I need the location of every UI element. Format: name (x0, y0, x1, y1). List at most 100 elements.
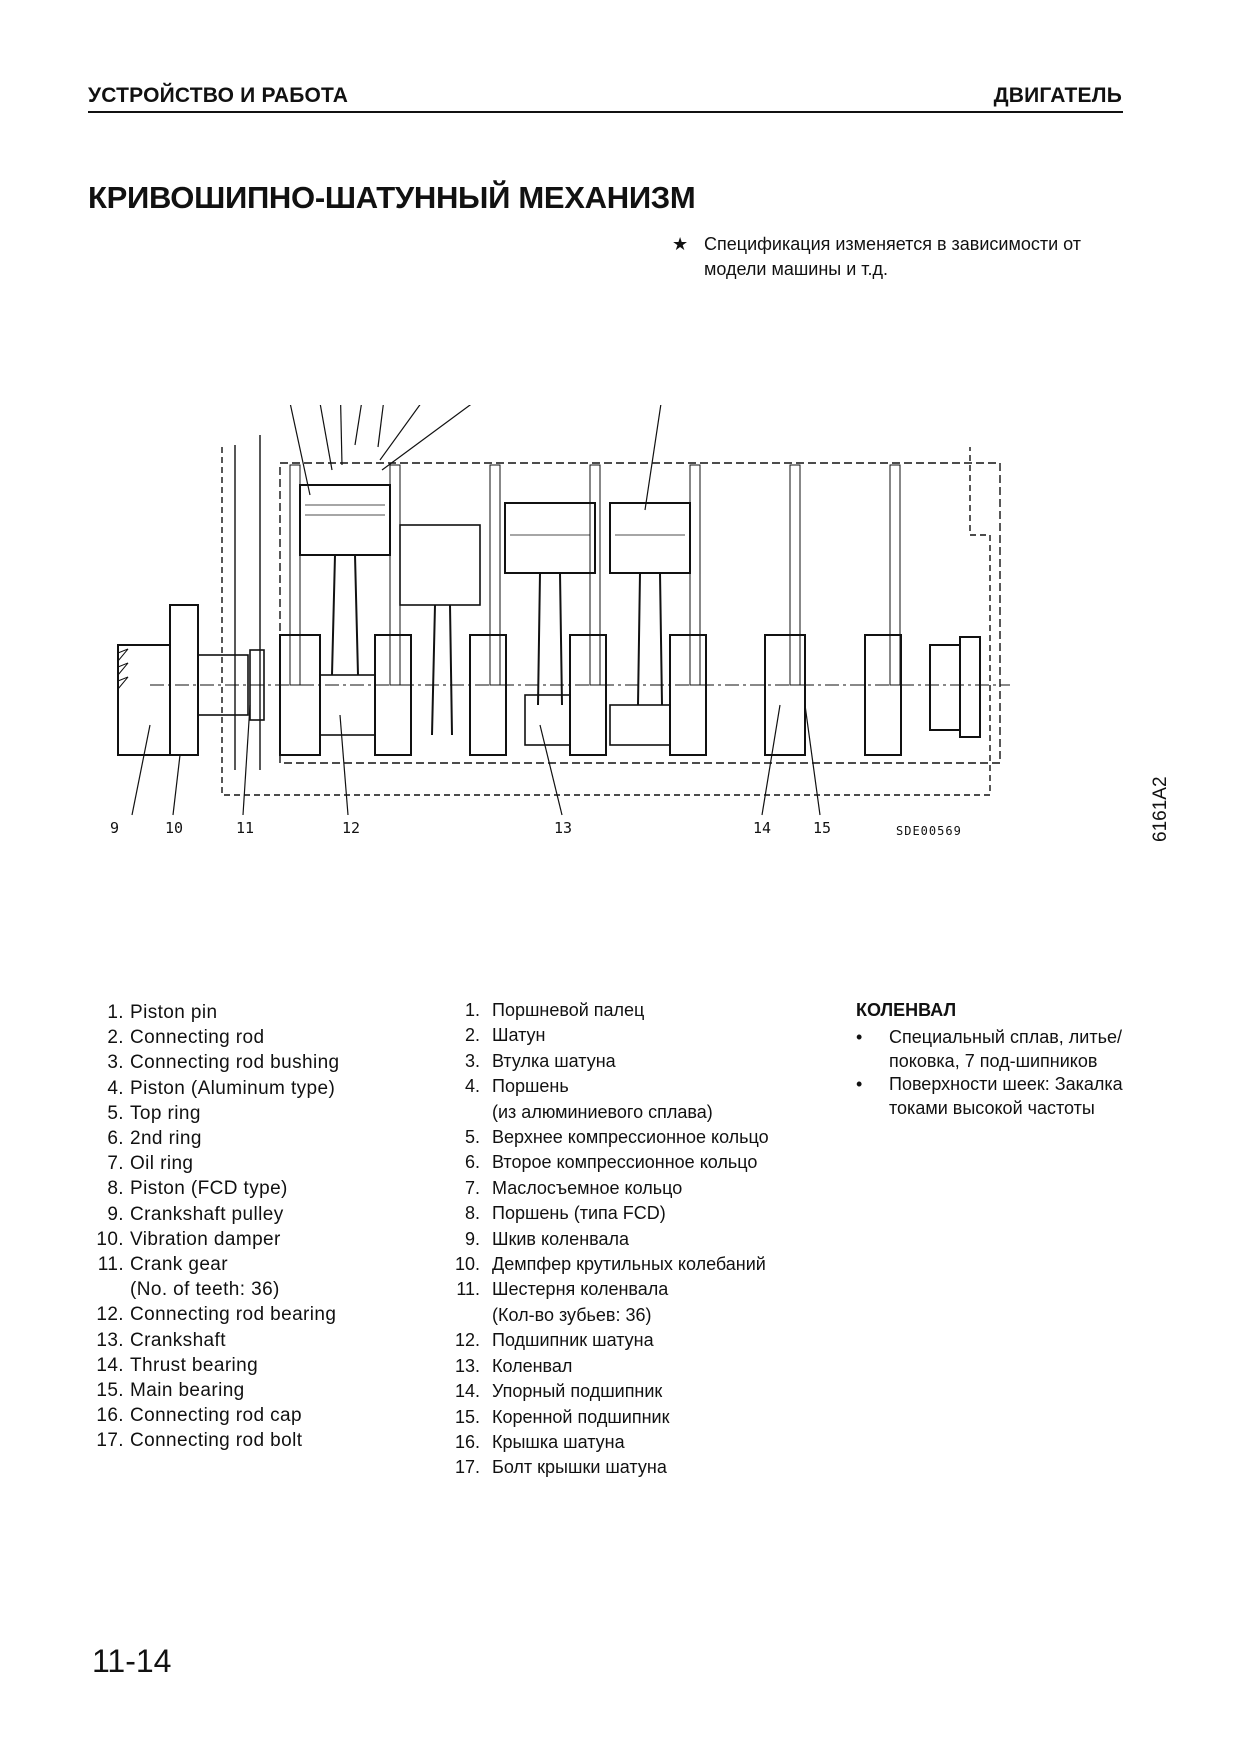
item-number: 9. (464, 1228, 480, 1249)
bullet-icon: • (856, 1027, 863, 1047)
list-item: 6.2nd ring (92, 1126, 452, 1151)
list-item: 3. Connecting rod bushing (92, 1050, 452, 1075)
item-text: Коренной подшипник (492, 1406, 670, 1427)
item-number: 14. (454, 1381, 480, 1402)
item-text: Маслосъемное кольцо (492, 1177, 683, 1198)
list-item: 7. Oil ring (92, 1151, 452, 1176)
list-item: 16. Connecting rod cap (92, 1403, 452, 1428)
item-text: Поршневой палец (492, 1000, 645, 1020)
item-number: 1. (464, 1000, 480, 1020)
item-number: 13. (454, 1355, 480, 1376)
list-item: 9. Crankshaft pulley (92, 1202, 452, 1227)
list-item: 3. Втулка шатуна (450, 1049, 870, 1074)
list-item: 11.Crank gear (92, 1252, 452, 1277)
item-number: 16. (454, 1431, 480, 1452)
item-number: 11. (97, 1254, 124, 1276)
item-text: 2nd ring (130, 1128, 202, 1150)
item-text: Piston (FCD type) (130, 1178, 288, 1200)
item-text: Connecting rod cap (130, 1405, 302, 1427)
list-item: 13.Коленвал (450, 1354, 870, 1379)
item-text: Втулка шатуна (492, 1050, 616, 1071)
callout-14: 14 (753, 819, 771, 837)
list-item: (Кол-во зубьев: 36) (450, 1303, 870, 1328)
list-item: •Специальный сплав, литье/поковка, 7 под… (856, 1026, 1126, 1073)
item-number: 9. (107, 1203, 124, 1225)
item-text: Крышка шатуна (492, 1431, 625, 1452)
list-item: 1. Поршневой палец (450, 998, 870, 1023)
item-text: Connecting rod bolt (130, 1430, 303, 1452)
item-number: 10. (454, 1254, 480, 1275)
list-item: 2. Connecting rod (92, 1025, 452, 1050)
list-item: 6.Второе компрессионное кольцо (450, 1150, 870, 1175)
header-rule (88, 111, 1123, 113)
item-text: (No. of teeth: 36) (130, 1279, 280, 1301)
item-number: 8. (464, 1203, 480, 1224)
list-item: 7.Маслосъемное кольцо (450, 1176, 870, 1201)
item-number: 15. (96, 1380, 124, 1402)
item-text: Connecting rod bearing (130, 1304, 337, 1326)
star-icon: ★ (672, 234, 689, 254)
list-item: 10.Демпфер крутильных колебаний (450, 1252, 870, 1277)
item-number: 16. (96, 1405, 124, 1427)
item-number: 7. (107, 1153, 124, 1175)
item-number: 3. (464, 1050, 480, 1071)
item-number: 5. (464, 1127, 480, 1148)
page-title: КРИВОШИПНО-ШАТУННЫЙ МЕХАНИЗМ (88, 180, 696, 215)
item-number: 15. (454, 1406, 480, 1427)
list-item: (No. of teeth: 36) (92, 1277, 452, 1302)
item-text: Шестерня коленвала (492, 1279, 669, 1300)
item-number: 5. (107, 1102, 124, 1124)
list-item: (из алюминиевого сплава) (450, 1100, 870, 1125)
item-number: 2. (107, 1027, 124, 1049)
list-item: 15.Main bearing (92, 1378, 452, 1403)
item-text: Поршень (492, 1076, 569, 1097)
list-item: 14. Thrust bearing (92, 1353, 452, 1378)
bullet-icon: • (856, 1074, 863, 1094)
spec-note-text: Спецификация изменяется в зависимости от… (704, 234, 1082, 279)
item-number: 14. (96, 1354, 124, 1376)
figure-code: SDE00569 (896, 824, 962, 838)
crankshaft-spec-surface: Поверхности шеек: Закалка токами высокой… (889, 1074, 1123, 1118)
item-text: Connecting rod bushing (130, 1052, 340, 1074)
figure-side-code: 6161A2 (1150, 776, 1171, 842)
item-number: 2. (464, 1025, 480, 1046)
crank-mechanism-drawing: 1 2 3 4 5 6 7 8 9 10 11 12 13 14 15 SDE0… (110, 405, 1010, 838)
list-item: 13.Crankshaft (92, 1328, 452, 1353)
callout-12: 12 (342, 819, 360, 837)
list-item: • Поверхности шеек: Закалка токами высоко… (856, 1073, 1126, 1120)
item-text: Thrust bearing (130, 1354, 259, 1376)
list-item: 15. Коренной подшипник (450, 1405, 870, 1430)
item-number: 17. (454, 1457, 480, 1478)
list-item: 11. Шестерня коленвала (450, 1277, 870, 1302)
crankshaft-heading: КОЛЕНВАЛ (856, 1000, 957, 1020)
crankshaft-specs: •Специальный сплав, литье/поковка, 7 под… (856, 1026, 1126, 1120)
item-text: Connecting rod (130, 1027, 265, 1049)
callout-11: 11 (236, 819, 254, 837)
list-item: 4.Поршень (450, 1074, 870, 1099)
item-text: Верхнее компрессионное кольцо (492, 1127, 769, 1148)
list-item: 17.Болт крышки шатуна (450, 1455, 870, 1480)
item-text: Oil ring (130, 1153, 194, 1175)
list-item: 2.Шатун (450, 1023, 870, 1048)
crank-mechanism-figure: 1 2 3 4 5 6 7 8 9 10 11 12 13 14 15 SDE0… (110, 405, 1070, 945)
list-item: 10.Vibration damper (92, 1227, 452, 1252)
item-number: 17. (96, 1430, 124, 1452)
list-item: 5. Верхнее компрессионное кольцо (450, 1125, 870, 1150)
item-text: Второе компрессионное кольцо (492, 1152, 758, 1173)
list-item: 8.Поршень (типа FCD) (450, 1201, 870, 1226)
item-number: 11. (456, 1279, 480, 1300)
header-chapter-title: ДВИГАТЕЛЬ (993, 84, 1122, 107)
list-item: 14.Упорный подшипник (450, 1379, 870, 1404)
header-section-title: УСТРОЙСТВО И РАБОТА (88, 84, 349, 107)
item-number: 3. (107, 1052, 124, 1074)
list-item: 16. Крышка шатуна (450, 1430, 870, 1455)
list-item: 5.Top ring (92, 1101, 452, 1126)
item-text: Crankshaft pulley (130, 1203, 284, 1225)
item-text: (из алюминиевого сплава) (492, 1101, 713, 1122)
item-text: Подшипник шатуна (492, 1330, 654, 1351)
item-number: 12. (454, 1330, 480, 1351)
item-number: 10. (96, 1228, 124, 1250)
item-number: 8. (107, 1178, 124, 1200)
